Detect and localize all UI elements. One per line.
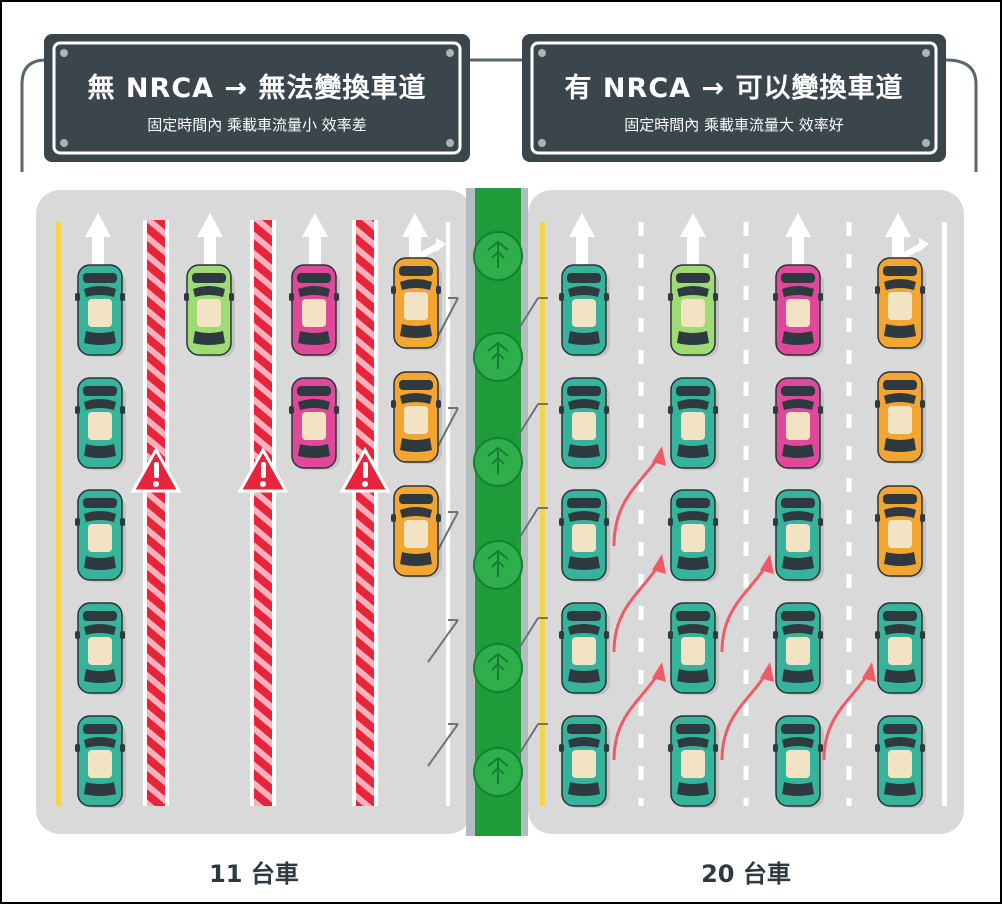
warning-triangle-icon bbox=[130, 446, 182, 493]
right-car-count: 20 台車 bbox=[701, 860, 791, 888]
left-outer-line bbox=[446, 222, 450, 806]
car-teal bbox=[874, 715, 927, 809]
tree-icon bbox=[473, 747, 523, 797]
car-orange bbox=[874, 371, 927, 465]
sign-gantry bbox=[20, 58, 978, 172]
right-sign bbox=[522, 34, 946, 162]
car-teal bbox=[74, 489, 127, 583]
car-teal bbox=[74, 715, 127, 809]
car-magenta bbox=[772, 377, 825, 471]
no-lane-change-barrier bbox=[250, 220, 276, 806]
left-sign-title: 無 NRCA → 無法變換車道 bbox=[87, 73, 427, 104]
car-green bbox=[667, 264, 720, 358]
warning-triangle-icon bbox=[339, 446, 391, 493]
right-edge-line bbox=[540, 222, 545, 806]
median-strip bbox=[475, 188, 521, 836]
tree-icon bbox=[473, 643, 523, 693]
right-sign-subtitle: 固定時間內 乘載車流量大 效率好 bbox=[624, 116, 844, 134]
left-car-count: 11 台車 bbox=[209, 860, 299, 888]
car-orange bbox=[390, 371, 443, 465]
right-sign-title: 有 NRCA → 可以變換車道 bbox=[564, 73, 904, 104]
tree-icon bbox=[473, 540, 523, 590]
car-teal bbox=[667, 715, 720, 809]
car-teal bbox=[558, 377, 611, 471]
left-edge-line bbox=[56, 222, 61, 806]
left-sign-subtitle: 固定時間內 乘載車流量小 效率差 bbox=[147, 116, 367, 134]
tree-icon bbox=[473, 437, 523, 487]
car-orange bbox=[874, 257, 927, 351]
car-orange bbox=[390, 257, 443, 351]
street-lamp-icon bbox=[427, 297, 548, 767]
no-lane-change-barrier bbox=[352, 220, 378, 806]
car-orange bbox=[874, 485, 927, 579]
right-outer-line bbox=[942, 222, 947, 806]
car-magenta bbox=[288, 377, 341, 471]
car-teal bbox=[558, 264, 611, 358]
car-teal bbox=[558, 602, 611, 696]
tree-icon bbox=[473, 332, 523, 382]
car-orange bbox=[390, 485, 443, 579]
car-teal bbox=[772, 715, 825, 809]
car-green bbox=[183, 264, 236, 358]
car-teal bbox=[74, 602, 127, 696]
car-magenta bbox=[288, 264, 341, 358]
lane-change-arrow-icon bbox=[612, 457, 870, 761]
car-teal bbox=[874, 602, 927, 696]
direction-arrow-icon bbox=[402, 213, 446, 267]
tree-icon bbox=[473, 231, 523, 281]
car-teal bbox=[667, 602, 720, 696]
no-lane-change-barrier bbox=[143, 220, 169, 806]
car-teal bbox=[74, 264, 127, 358]
dashed-lane-line bbox=[638, 222, 852, 806]
car-teal bbox=[558, 489, 611, 583]
car-teal bbox=[772, 602, 825, 696]
left-sign bbox=[44, 34, 470, 162]
lane-change-arrow-head bbox=[652, 446, 876, 682]
car-teal bbox=[558, 715, 611, 809]
car-teal bbox=[667, 489, 720, 583]
car-teal bbox=[772, 489, 825, 583]
warning-triangle-icon bbox=[237, 446, 289, 493]
direction-arrow-icon bbox=[885, 213, 929, 267]
car-teal bbox=[667, 377, 720, 471]
car-teal bbox=[74, 377, 127, 471]
car-magenta bbox=[772, 264, 825, 358]
